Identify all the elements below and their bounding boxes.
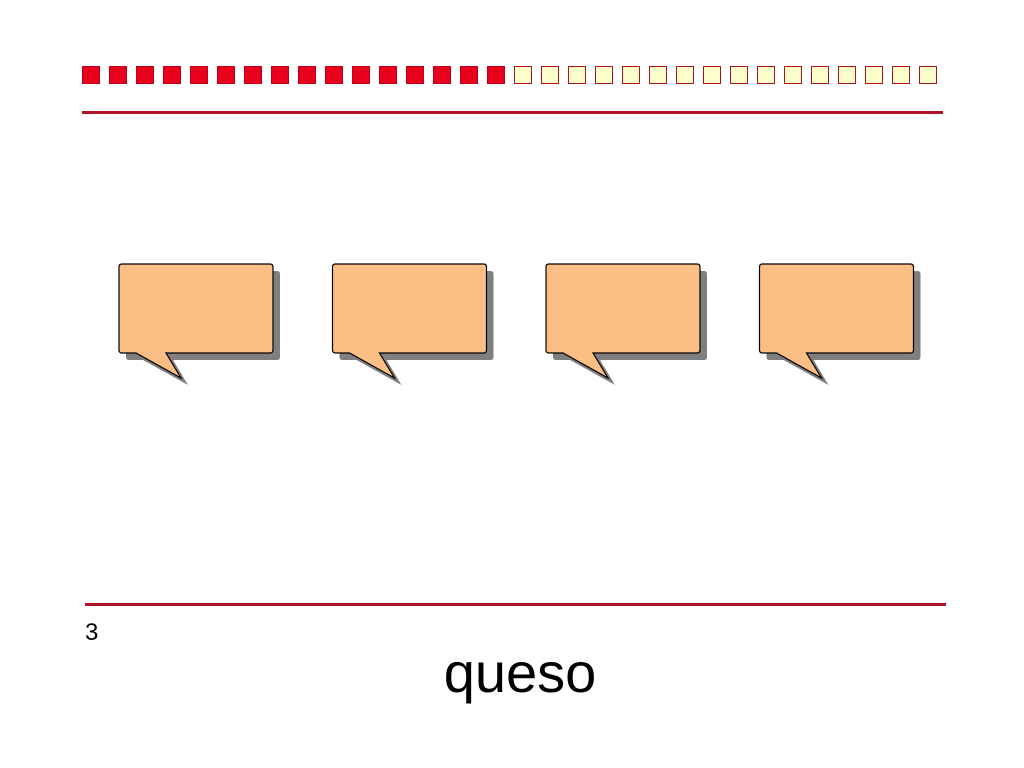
speech-bubble-body bbox=[545, 263, 701, 380]
speech-bubble-icon bbox=[545, 263, 707, 385]
progress-square-filled bbox=[352, 66, 370, 84]
progress-square-empty bbox=[838, 66, 856, 84]
progress-square-empty bbox=[676, 66, 694, 84]
progress-square-filled bbox=[487, 66, 505, 84]
speech-bubble-icon bbox=[331, 263, 494, 385]
progress-square-filled bbox=[325, 66, 343, 84]
speech-bubble-icon bbox=[118, 263, 280, 385]
speech-bubble-icon bbox=[758, 263, 921, 385]
progress-square-empty bbox=[730, 66, 748, 84]
progress-square-filled bbox=[406, 66, 424, 84]
progress-square-filled bbox=[379, 66, 397, 84]
progress-square-empty bbox=[811, 66, 829, 84]
progress-square-filled bbox=[244, 66, 262, 84]
speech-bubble-body bbox=[118, 263, 274, 380]
bottom-divider bbox=[85, 603, 946, 606]
progress-square-empty bbox=[703, 66, 721, 84]
progress-square-filled bbox=[82, 66, 100, 84]
progress-square-empty bbox=[784, 66, 802, 84]
progress-square-filled bbox=[109, 66, 127, 84]
progress-square-filled bbox=[298, 66, 316, 84]
speech-bubble-body bbox=[331, 263, 488, 380]
progress-square-filled bbox=[271, 66, 289, 84]
progress-square-empty bbox=[541, 66, 559, 84]
progress-square-filled bbox=[460, 66, 478, 84]
top-divider bbox=[82, 111, 943, 114]
slide-number: 3 bbox=[85, 619, 99, 646]
progress-square-empty bbox=[757, 66, 775, 84]
progress-square-filled bbox=[163, 66, 181, 84]
progress-square-empty bbox=[649, 66, 667, 84]
progress-squares bbox=[82, 66, 937, 84]
progress-square-filled bbox=[190, 66, 208, 84]
progress-square-empty bbox=[595, 66, 613, 84]
progress-square-filled bbox=[433, 66, 451, 84]
progress-square-filled bbox=[217, 66, 235, 84]
progress-square-empty bbox=[568, 66, 586, 84]
progress-square-empty bbox=[892, 66, 910, 84]
progress-square-empty bbox=[919, 66, 937, 84]
progress-square-empty bbox=[622, 66, 640, 84]
progress-square-filled bbox=[136, 66, 154, 84]
progress-square-empty bbox=[865, 66, 883, 84]
speech-bubble-body bbox=[758, 263, 915, 380]
progress-square-empty bbox=[514, 66, 532, 84]
vocabulary-word: queso bbox=[443, 641, 597, 704]
